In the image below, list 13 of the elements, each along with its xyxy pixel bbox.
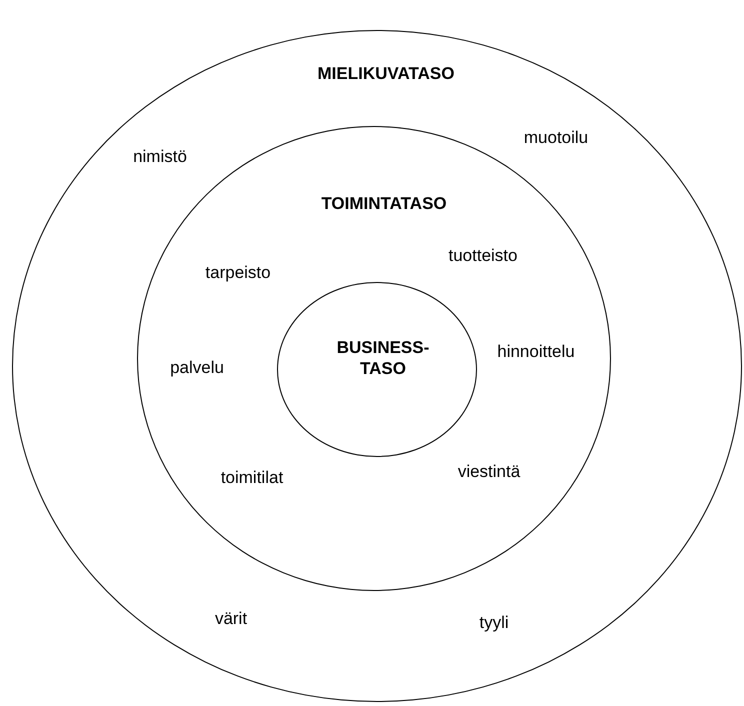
ring-item-label: värit	[214, 609, 248, 629]
ring-title: BUSINESS-TASO	[336, 337, 430, 379]
ring-item-label: palvelu	[170, 358, 224, 378]
ring-item-label: hinnoittelu	[497, 342, 575, 362]
ring-item-label: muotoilu	[524, 128, 588, 148]
ring-item-label: tarpeisto	[205, 263, 271, 283]
ring-item-label: tyyli	[479, 613, 509, 633]
ring-item-label: viestintä	[458, 462, 520, 482]
ring-item-label: nimistö	[133, 147, 187, 167]
ring-item-label: toimitilat	[220, 468, 284, 488]
ring-title: TOIMINTATASO	[320, 193, 448, 214]
ring-item-label: tuotteisto	[448, 246, 518, 266]
ring-title: MIELIKUVATASO	[316, 63, 456, 84]
